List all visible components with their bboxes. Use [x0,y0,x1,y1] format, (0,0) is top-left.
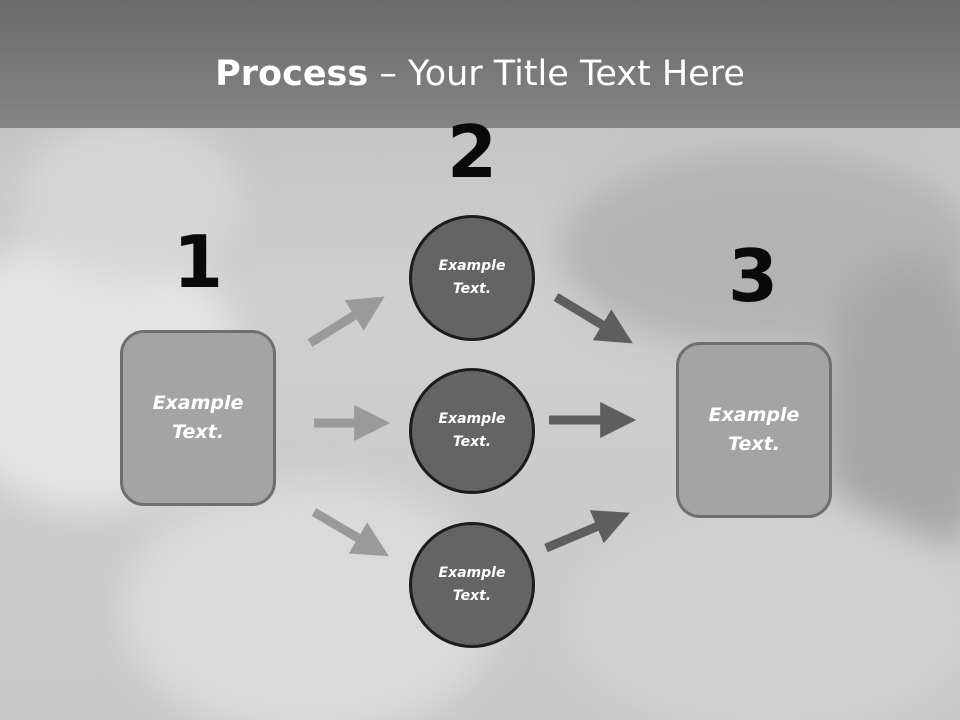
step-1-box: Example Text. [120,330,276,506]
title-bold: Process [215,54,369,94]
arrow-box1-to-circle-top [307,296,385,347]
title-band [0,0,960,128]
slide-title: Process – Your Title Text Here [0,52,960,96]
step-number-1: 1 [172,220,224,304]
title-rest: – Your Title Text Here [368,54,745,94]
arrow-circle-bottom-to-box3 [544,510,630,553]
step-number-2: 2 [446,110,498,194]
circle-middle-text: Example Text. [438,411,506,450]
step-3-box-text: Example Text. [708,404,800,455]
circle-bottom-text: Example Text. [438,565,506,604]
step-1-box-text: Example Text. [152,392,244,443]
circle-top-text: Example Text. [438,258,506,297]
arrow-box1-to-circle-bottom [311,508,389,557]
step-2-circle-top: Example Text. [409,215,535,341]
step-2-circle-bottom: Example Text. [409,522,535,648]
arrow-circle-top-to-box3 [553,293,633,344]
step-2-circle-middle: Example Text. [409,368,535,494]
step-3-box: Example Text. [676,342,832,518]
step-number-3: 3 [727,234,779,318]
